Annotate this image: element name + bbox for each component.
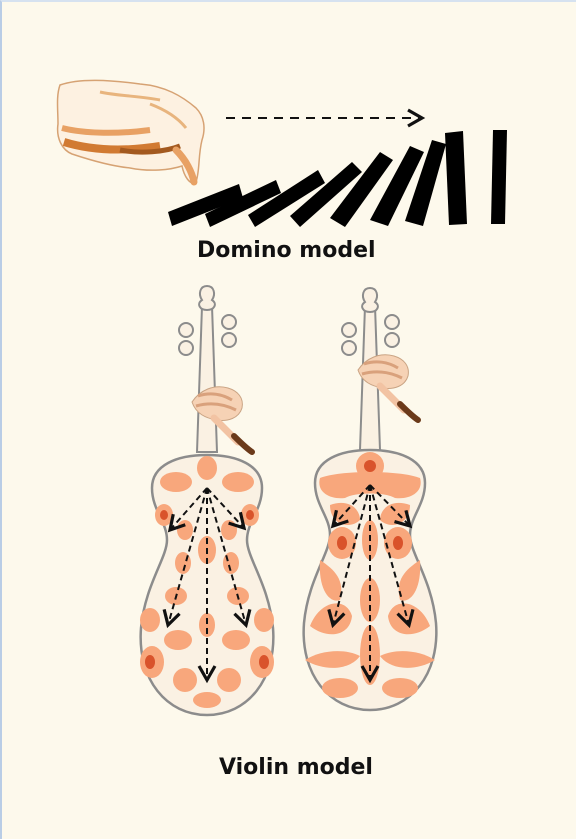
violin-scroll	[362, 288, 378, 312]
violin-right	[304, 288, 437, 710]
falling-dominoes	[168, 130, 507, 227]
domino-8	[445, 131, 467, 225]
domino-model-label: Domino model	[197, 238, 376, 263]
hand-pushing-icon	[58, 80, 205, 183]
violin-scroll	[199, 286, 215, 310]
domino-9	[491, 130, 507, 224]
violin-left	[140, 286, 274, 715]
violin-model-label: Violin model	[219, 755, 373, 780]
